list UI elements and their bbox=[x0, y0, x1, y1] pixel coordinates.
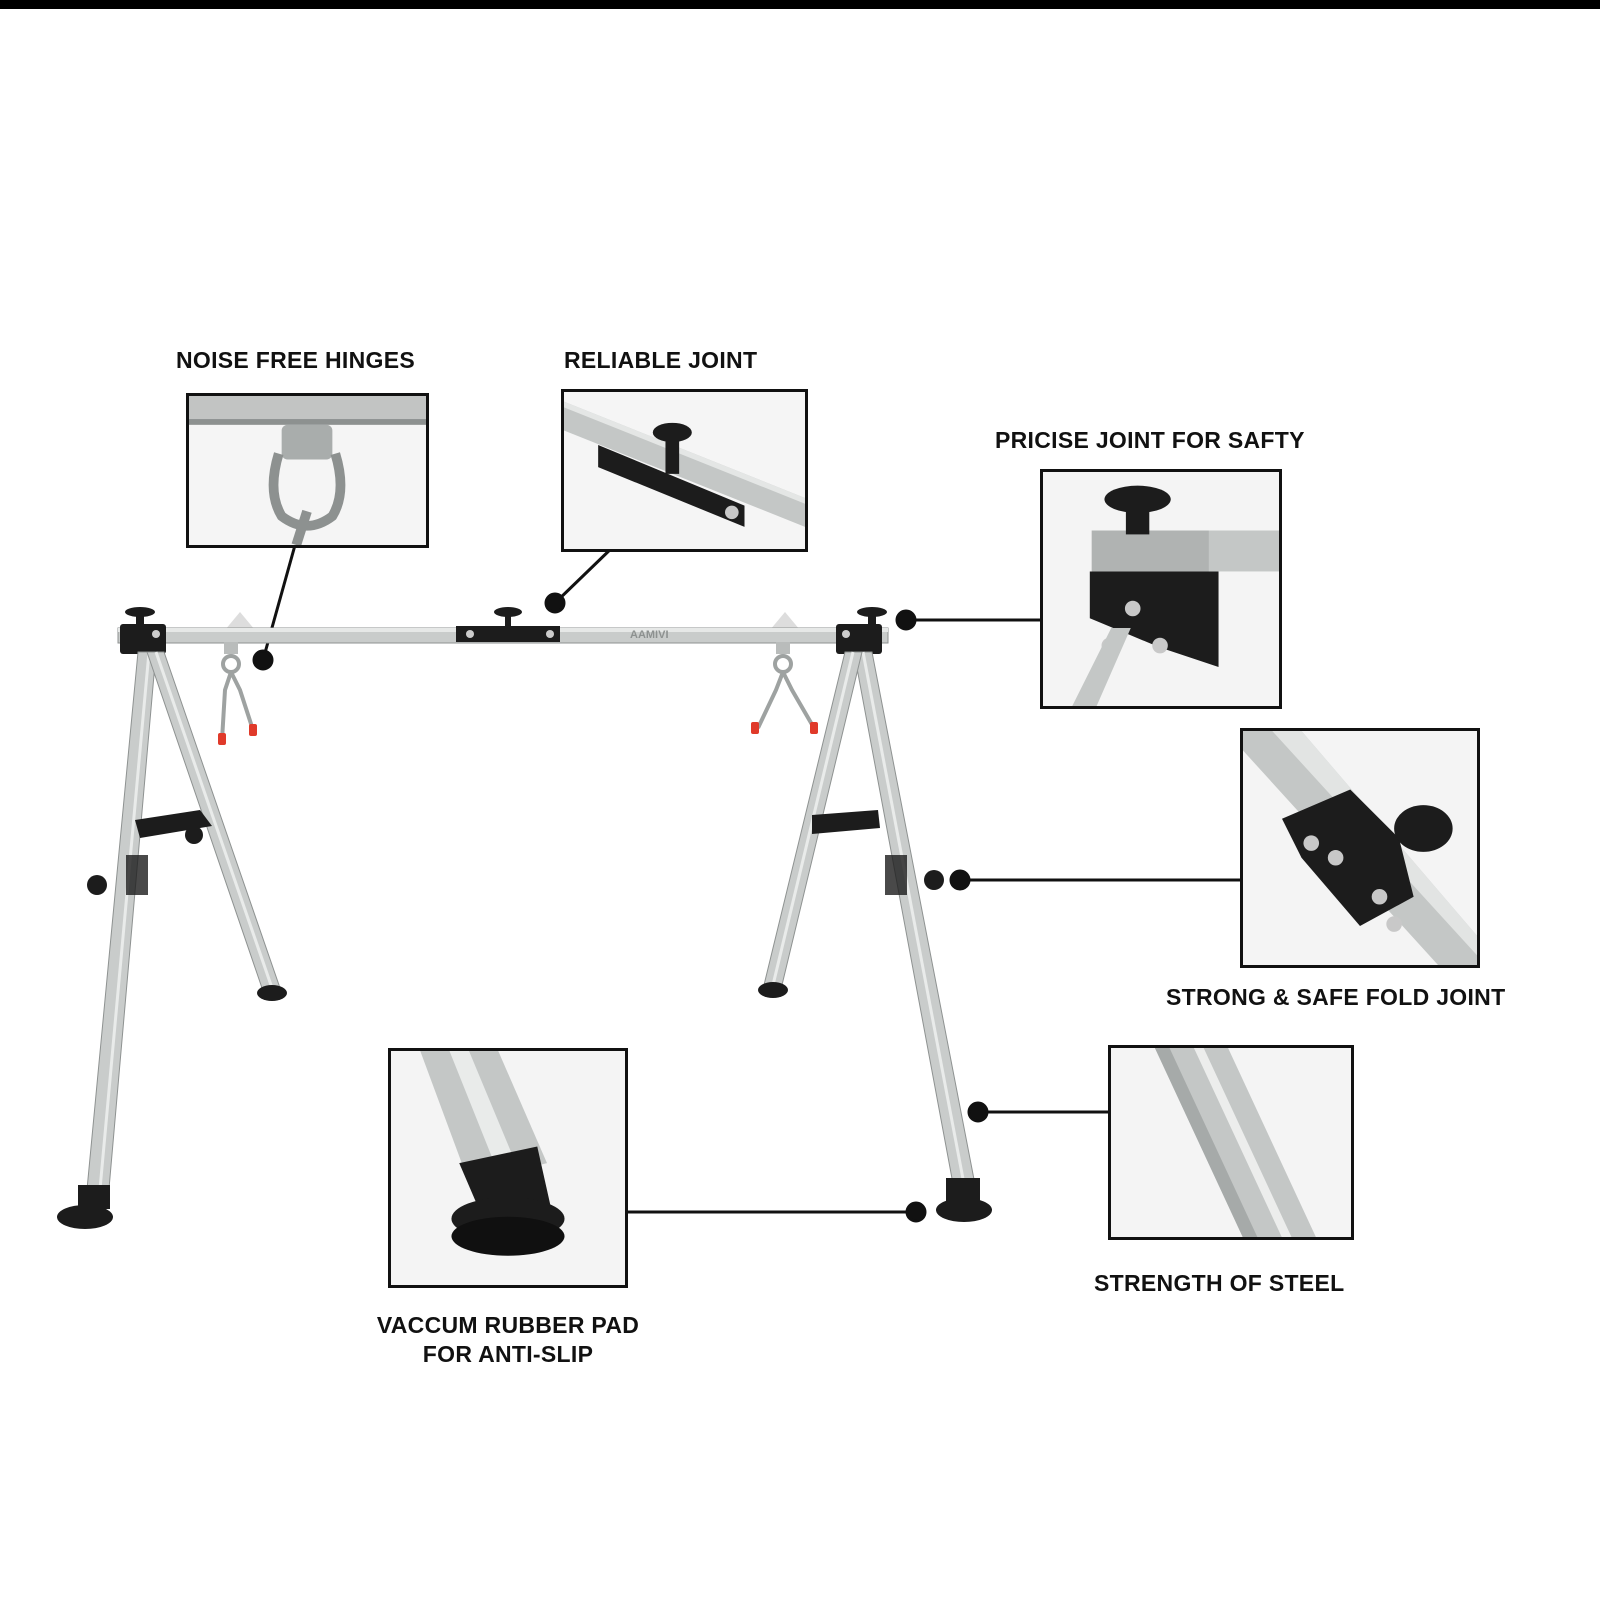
label-reliable-joint: RELIABLE JOINT bbox=[564, 347, 758, 373]
top-border-bar bbox=[0, 0, 1600, 9]
top-beam: AAMIVI bbox=[117, 607, 889, 654]
right-leg-frame bbox=[758, 651, 992, 1222]
detail-hinge-image bbox=[186, 393, 429, 548]
label-rubber-pad-line2: FOR ANTI-SLIP bbox=[422, 1341, 594, 1367]
detail-reliable-joint-image bbox=[561, 389, 808, 552]
label-rubber-pad-line1: VACCUM RUBBER PAD bbox=[376, 1312, 640, 1338]
left-leg-frame bbox=[57, 651, 287, 1229]
leader-lines bbox=[252, 537, 1240, 1223]
detail-rubber-pad-image bbox=[388, 1048, 628, 1288]
label-fold-joint: STRONG & SAFE FOLD JOINT bbox=[1166, 984, 1506, 1010]
label-strength: STRENGTH OF STEEL bbox=[1094, 1270, 1345, 1296]
detail-fold-joint-image bbox=[1240, 728, 1480, 968]
label-precise-joint: PRICISE JOINT FOR SAFTY bbox=[995, 427, 1305, 453]
label-noise-free-hinges: NOISE FREE HINGES bbox=[176, 347, 415, 373]
hanging-hooks bbox=[220, 642, 816, 741]
brand-mark: AAMIVI bbox=[630, 629, 669, 641]
detail-precise-joint-image bbox=[1040, 469, 1282, 709]
label-rubber-pad: VACCUM RUBBER PAD FOR ANTI-SLIP bbox=[348, 1311, 668, 1369]
hook-tips bbox=[218, 722, 818, 745]
detail-steel-image bbox=[1108, 1045, 1354, 1240]
